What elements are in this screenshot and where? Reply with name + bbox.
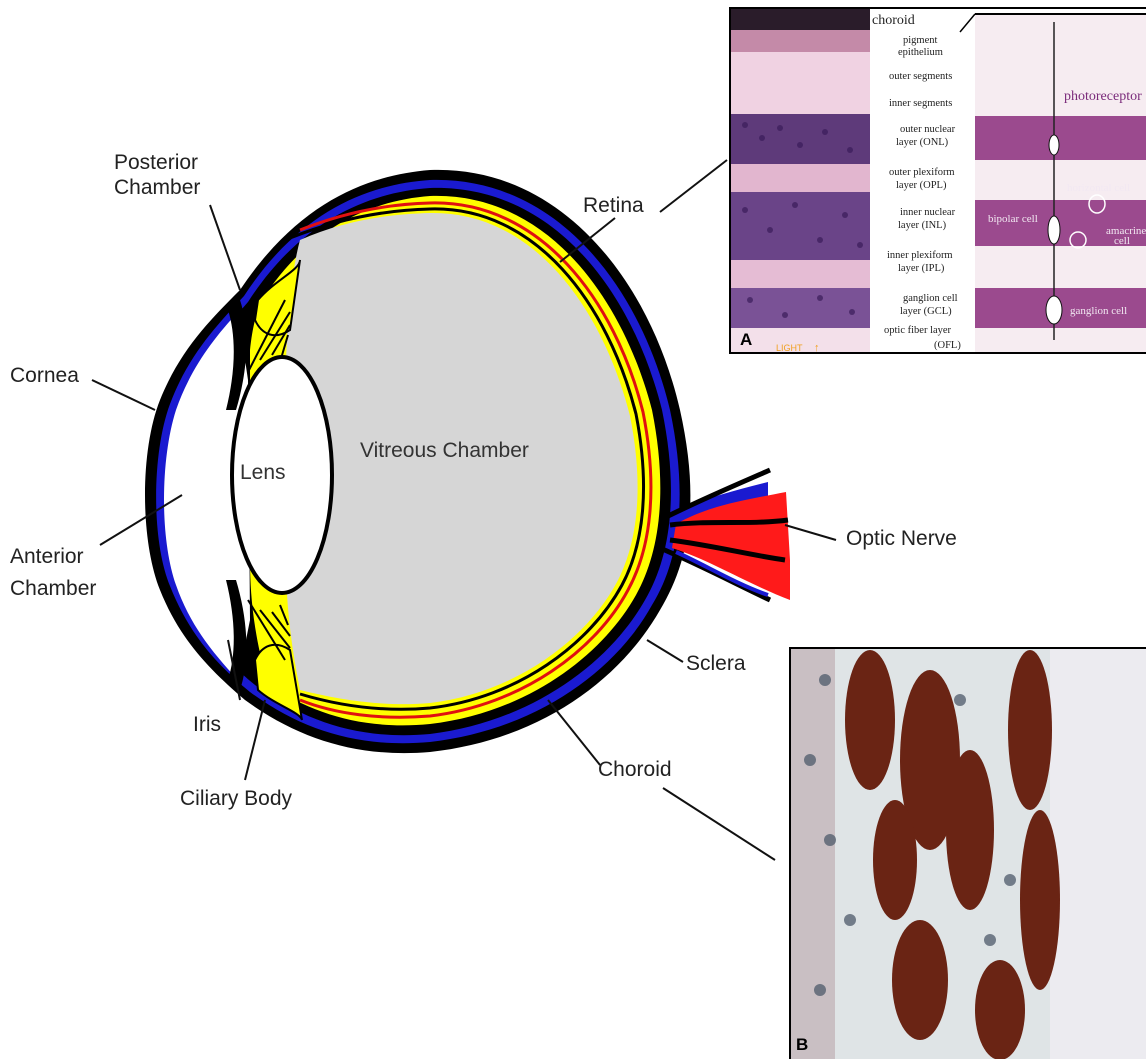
inset-b-choroid-histology: B xyxy=(790,648,1146,1059)
layer-inl-2: layer (INL) xyxy=(898,220,947,231)
cell-ganglion: ganglion cell xyxy=(1070,305,1127,317)
layer-ipl-2: layer (IPL) xyxy=(898,263,945,274)
layer-gcl-1: ganglion cell xyxy=(903,293,958,304)
layer-ofl-2: (OFL) xyxy=(934,340,961,351)
layer-pigment-1: pigment xyxy=(903,35,937,46)
light-label: LIGHT xyxy=(776,343,803,353)
layer-ipl-1: inner plexiform xyxy=(887,250,953,261)
label-cornea: Cornea xyxy=(10,364,79,387)
layer-opl-2: layer (OPL) xyxy=(896,180,947,191)
label-iris: Iris xyxy=(193,713,221,736)
layer-inner-seg: inner segments xyxy=(889,98,952,109)
inset-a-panel-letter: A xyxy=(740,330,752,349)
label-anterior-chamber-2: Chamber xyxy=(10,577,96,600)
schematic-a: photoreceptor horizontal cell bipolar ce… xyxy=(975,14,1146,353)
histology-image-a: A LIGHT ↑ xyxy=(730,8,870,354)
label-choroid: Choroid xyxy=(598,758,672,781)
label-posterior-chamber-2: Chamber xyxy=(114,176,200,199)
layer-ofl-1: optic fiber layer xyxy=(884,325,952,336)
inset-b-panel-letter: B xyxy=(796,1035,808,1054)
layer-choroid: choroid xyxy=(872,13,915,28)
label-lens: Lens xyxy=(240,461,286,484)
layer-inl-1: inner nuclear xyxy=(900,207,956,218)
inset-a-retina-layers: A LIGHT ↑ photoreceptor horizontal cell … xyxy=(730,8,1146,354)
label-sclera: Sclera xyxy=(686,652,746,675)
cell-amacrine-2: cell xyxy=(1114,235,1130,247)
cell-bipolar: bipolar cell xyxy=(988,213,1038,225)
label-posterior-chamber-1: Posterior xyxy=(114,151,198,174)
cell-horizontal: horizontal cell xyxy=(1067,182,1130,194)
label-optic-nerve: Optic Nerve xyxy=(846,527,957,550)
layer-opl-1: outer plexiform xyxy=(889,167,955,178)
label-anterior-chamber-1: Anterior xyxy=(10,545,84,568)
label-vitreous-chamber: Vitreous Chamber xyxy=(360,439,529,462)
layer-onl-1: outer nuclear xyxy=(900,124,956,135)
cell-photoreceptor: photoreceptor xyxy=(1064,89,1142,104)
label-ciliary-body: Ciliary Body xyxy=(180,787,293,810)
layer-onl-2: layer (ONL) xyxy=(896,137,949,148)
layer-outer-seg: outer segments xyxy=(889,71,952,82)
label-retina: Retina xyxy=(583,194,644,217)
layer-pigment-2: epithelium xyxy=(898,47,943,58)
layer-gcl-2: layer (GCL) xyxy=(900,306,952,317)
